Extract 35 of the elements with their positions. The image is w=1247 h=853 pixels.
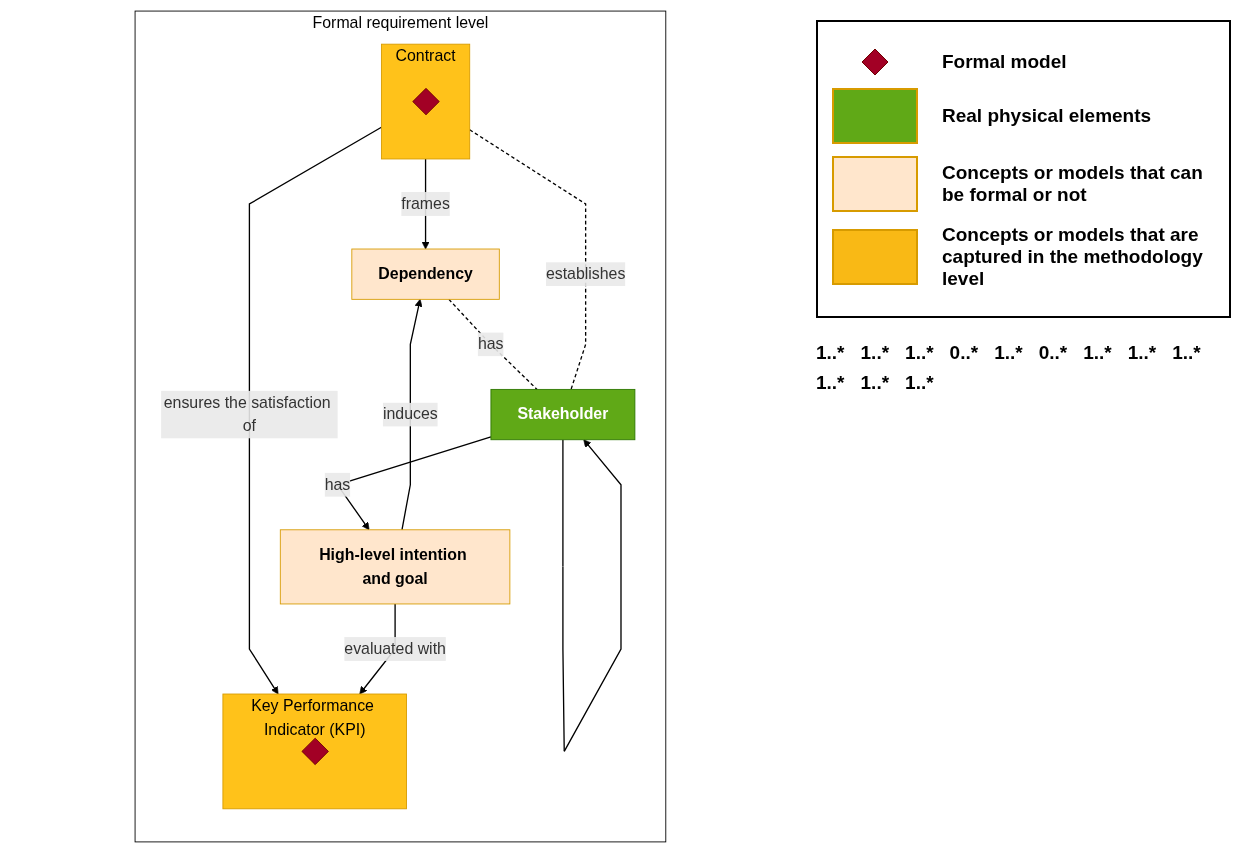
multiplicity-label: 1..* [860, 342, 890, 364]
arrow [248, 126, 382, 695]
cluster: Contract [380, 43, 470, 160]
legend-label: Concepts or models that are captured in the methodology level [942, 224, 1204, 290]
legend-label: Formal model [942, 51, 1067, 73]
edge-label: ensures the satisfaction of [163, 393, 331, 435]
edge-label: induces [382, 405, 438, 423]
multiplicity-label: 1..* [994, 342, 1023, 364]
multiplicity-label: 1..* [905, 372, 934, 394]
multiplicity-label: 1..* [816, 342, 845, 364]
multiplicity-label: 1..* [1172, 342, 1201, 364]
edge-label: has [324, 475, 350, 494]
node-diamond [301, 737, 329, 766]
edge-label: frames [400, 194, 450, 213]
node-diamond [411, 87, 440, 116]
edge-label: evaluated with [343, 639, 446, 658]
node-box: Stakeholder [490, 389, 635, 441]
legend-label: Real physical elements [942, 105, 1152, 127]
multiplicity-label: 1..* [1083, 342, 1112, 364]
multiplicity-label: 1..* [816, 372, 845, 394]
multiplicity-label: 0..* [949, 342, 979, 364]
multiplicity-label: 1..* [860, 372, 890, 394]
cluster: Key Performance Indicator (KPI) [222, 693, 407, 810]
legend-label: Concepts or models that can be formal or not [942, 162, 1204, 206]
node-box: Dependency [350, 248, 500, 300]
edge-label: establishes [545, 264, 625, 283]
connector [468, 129, 586, 391]
node-box: High-level intention and goal [279, 529, 510, 605]
multiplicity-label: 0..* [1038, 342, 1068, 364]
connector [447, 298, 538, 391]
multiplicity-label: 1..* [1127, 342, 1157, 364]
arrow [400, 299, 422, 531]
multiplicity-label: 1..* [905, 342, 934, 364]
arrow [561, 439, 622, 753]
edge-label: has [477, 335, 504, 353]
